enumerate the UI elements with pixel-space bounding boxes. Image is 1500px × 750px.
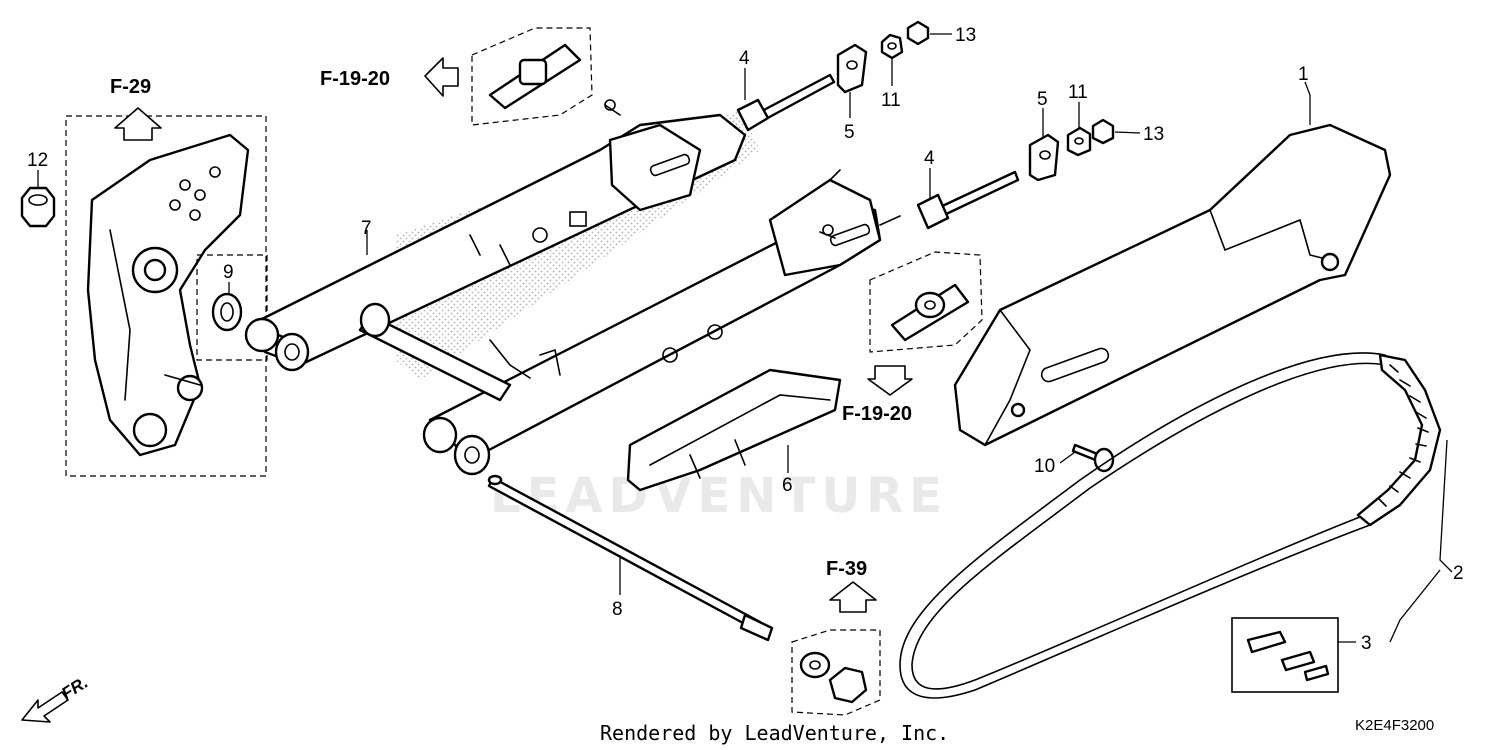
ref-label-f1920-top: F-19-20 bbox=[320, 68, 390, 90]
diagram-code: K2E4F3200 bbox=[1355, 717, 1434, 734]
adjuster-plate-top bbox=[471, 27, 593, 126]
pivot-bolt bbox=[487, 474, 774, 642]
washer-frame bbox=[196, 254, 268, 361]
front-direction-marker: FR. bbox=[21, 673, 91, 723]
callout-11-top: 11 bbox=[881, 90, 901, 111]
chain-adjuster-top bbox=[836, 43, 868, 94]
ref-arrow-f29 bbox=[114, 107, 162, 141]
pivot-nut-set bbox=[791, 629, 881, 716]
pivot-plate bbox=[65, 115, 267, 477]
callout-1: 1 bbox=[1298, 64, 1309, 85]
adjusting-bolt-top bbox=[736, 73, 836, 132]
callout-5-top: 5 bbox=[844, 122, 855, 143]
chain-slider bbox=[626, 368, 842, 492]
ref-arrow-f1920-mid bbox=[867, 365, 913, 396]
callout-5-mid: 5 bbox=[1037, 89, 1048, 110]
callout-10: 10 bbox=[1034, 456, 1055, 477]
callout-9: 9 bbox=[223, 262, 234, 283]
callout-6: 6 bbox=[782, 475, 793, 496]
ref-arrow-f39 bbox=[829, 581, 877, 613]
chain-case bbox=[953, 123, 1392, 447]
nuts-mid bbox=[1066, 118, 1115, 157]
footer-credit: Rendered by LeadVenture, Inc. bbox=[600, 721, 949, 745]
ref-label-f29: F-29 bbox=[110, 76, 151, 98]
chain-adjuster-mid bbox=[1028, 133, 1060, 182]
callout-4-top: 4 bbox=[739, 48, 750, 69]
drive-chain bbox=[899, 352, 1442, 699]
washer bbox=[211, 292, 243, 332]
callout-12: 12 bbox=[27, 150, 48, 171]
leader-lines bbox=[37, 33, 1453, 643]
callout-13-top: 13 bbox=[955, 25, 976, 46]
callout-13-mid: 13 bbox=[1143, 124, 1164, 145]
callout-2: 2 bbox=[1453, 563, 1464, 584]
callout-4-mid: 4 bbox=[924, 148, 935, 169]
nuts-top bbox=[880, 20, 930, 60]
adjuster-plate-mid bbox=[869, 251, 983, 353]
adjusting-bolt-mid bbox=[916, 170, 1020, 230]
callout-7: 7 bbox=[361, 218, 372, 239]
case-bolt bbox=[1071, 443, 1115, 473]
callout-8: 8 bbox=[612, 599, 623, 620]
swingarm bbox=[244, 99, 901, 476]
watermark: LEADVENTURE bbox=[490, 468, 948, 524]
flange-nut bbox=[20, 186, 56, 228]
master-link bbox=[1231, 617, 1339, 693]
callout-3: 3 bbox=[1361, 633, 1372, 654]
callout-11-mid: 11 bbox=[1068, 82, 1088, 103]
ref-label-f1920-mid: F-19-20 bbox=[842, 403, 912, 425]
ref-label-f39: F-39 bbox=[826, 558, 867, 580]
ref-arrow-f1920-top bbox=[424, 57, 459, 97]
